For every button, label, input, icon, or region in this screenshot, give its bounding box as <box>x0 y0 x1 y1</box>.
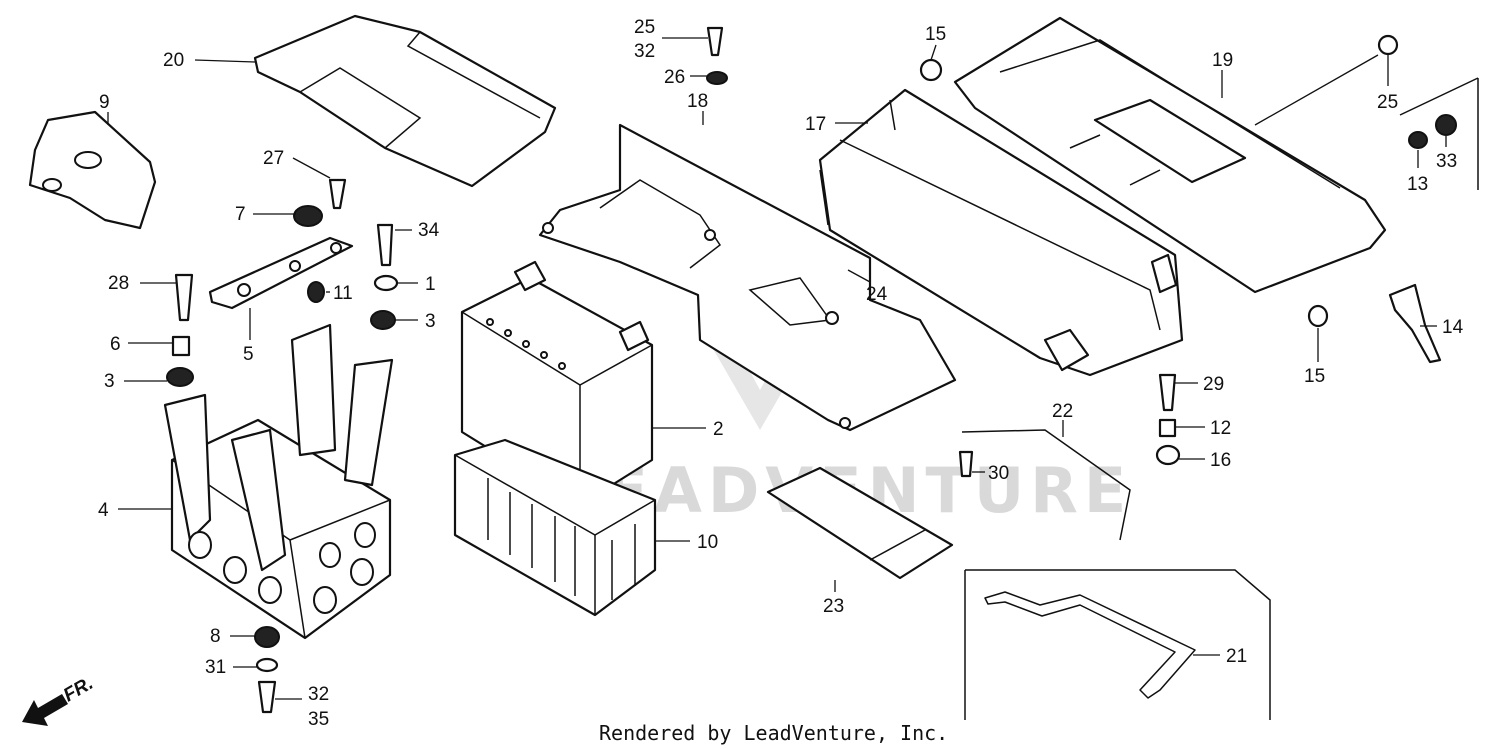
callout-22: 22 <box>1052 401 1073 422</box>
callout-7: 7 <box>235 204 246 225</box>
part-15-grommet-b <box>1307 304 1329 328</box>
callout-21: 21 <box>1226 646 1247 667</box>
callout-14: 14 <box>1442 317 1464 338</box>
part-13-grommet <box>1408 131 1428 149</box>
callout-1: 1 <box>425 274 436 295</box>
part-34-bolt <box>376 223 394 267</box>
part-29-bolt <box>1158 373 1177 412</box>
part-21-holddown <box>964 569 1271 720</box>
callout-26: 26 <box>664 67 685 88</box>
callout-11: 11 <box>333 283 353 304</box>
callout-24: 24 <box>866 284 888 305</box>
callout-12: 12 <box>1210 418 1231 439</box>
part-26-washer <box>706 71 728 85</box>
callout-15-lower: 15 <box>1304 366 1325 387</box>
hardware <box>166 26 1457 714</box>
part-28-bolt <box>174 273 194 322</box>
callout-19: 19 <box>1212 50 1233 71</box>
part-14-clip <box>1388 283 1442 364</box>
front-direction-indicator: FR. <box>22 673 97 726</box>
callout-32: 32 <box>308 684 329 705</box>
callout-2: 2 <box>713 419 724 440</box>
part-3-grommet-b <box>166 367 194 387</box>
callout-23: 23 <box>823 596 844 617</box>
callout-34: 34 <box>418 220 440 241</box>
part-18-main-bracket <box>538 123 957 432</box>
callout-33: 33 <box>1436 151 1457 172</box>
callout-20: 20 <box>163 50 184 71</box>
callout-6: 6 <box>110 334 121 355</box>
part-3-grommet-a <box>370 310 396 330</box>
callout-32-top: 32 <box>634 41 655 62</box>
part-27-bolt <box>328 178 347 210</box>
part-30-bolt <box>958 450 974 478</box>
part-9-mount-block <box>28 110 157 230</box>
part-25-bolt-b <box>1377 34 1399 56</box>
callout-31: 31 <box>205 657 226 678</box>
part-7-nut <box>293 205 323 227</box>
callout-3: 3 <box>425 311 436 332</box>
callout-29: 29 <box>1203 374 1224 395</box>
callout-28: 28 <box>108 273 129 294</box>
leader-lines <box>107 37 1479 700</box>
part-31-washer <box>255 657 279 673</box>
callout-16: 16 <box>1210 450 1231 471</box>
part-19-top-cover <box>953 16 1387 294</box>
arrow-icon <box>22 694 68 726</box>
part-10-battery-tray <box>453 438 657 617</box>
part-4-battery-box <box>163 323 394 640</box>
part-8-nut <box>254 626 280 648</box>
part-11-collar <box>307 281 325 303</box>
callout-3-lower: 3 <box>104 371 115 392</box>
callout-35: 35 <box>308 709 329 730</box>
callout-15: 15 <box>925 24 946 45</box>
part-5-bracket <box>208 236 354 310</box>
part-1-washer <box>373 274 399 292</box>
callout-5: 5 <box>243 344 254 365</box>
part-33-bolt <box>1435 114 1457 136</box>
callout-labels: 20 9 27 7 34 28 11 1 3 6 5 3 4 8 31 32 3… <box>98 17 1464 730</box>
callout-10: 10 <box>697 532 718 553</box>
callout-8: 8 <box>210 626 221 647</box>
callout-30: 30 <box>988 463 1009 484</box>
part-17-housing <box>818 88 1184 377</box>
callout-17: 17 <box>805 114 826 135</box>
part-23-sheet <box>766 466 954 580</box>
part-20-cover-plate <box>253 14 557 188</box>
callout-4: 4 <box>98 500 109 521</box>
part-32-bolt <box>257 680 277 714</box>
credit-text: Rendered by LeadVenture, Inc. <box>599 721 948 745</box>
callout-25-right: 25 <box>1377 92 1398 113</box>
part-6-collar <box>171 335 191 357</box>
part-15-grommet-a <box>919 58 943 82</box>
part-12-collar <box>1158 418 1177 438</box>
callout-9: 9 <box>99 92 110 113</box>
part-22-rod <box>961 429 1131 541</box>
callout-13: 13 <box>1407 174 1428 195</box>
part-25-bolt <box>706 26 724 57</box>
callout-25: 25 <box>634 17 655 38</box>
callout-18: 18 <box>687 91 708 112</box>
part-16-nut <box>1155 444 1181 466</box>
callout-27: 27 <box>263 148 284 169</box>
